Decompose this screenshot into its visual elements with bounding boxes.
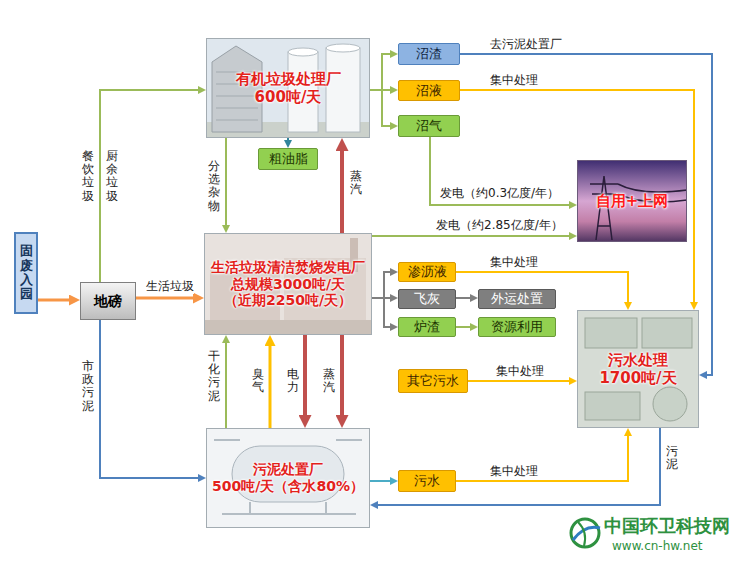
flow-connector [370, 54, 394, 90]
flow-connector [225, 138, 227, 229]
node-text: 600吨/天 [255, 88, 322, 106]
flow-connector [340, 145, 344, 234]
node-text: 自用+上网 [596, 192, 669, 210]
node-text: 污水 [414, 473, 440, 489]
edge-label: 电力 [287, 368, 299, 394]
edge-label: 臭气 [252, 368, 264, 394]
edge-label: 发电（约2.85亿度/年） [436, 219, 563, 233]
weighbridge-box: 地磅 [80, 282, 136, 320]
edge-label: 发电（约0.3亿度/年） [440, 187, 559, 201]
edge-label: 生活垃圾 [146, 280, 194, 294]
flow-connector [38, 299, 75, 302]
edge-label: 去污泥处置厂 [490, 38, 562, 52]
edge-label: 餐饮垃圾 [82, 150, 94, 203]
output-tag: 渗沥液 [398, 262, 456, 282]
edge-label: 市政污泥 [82, 360, 94, 413]
node-text: 炉渣 [414, 319, 440, 335]
flow-connector [136, 297, 199, 300]
node-text: 地磅 [94, 293, 122, 310]
flow-connector [225, 339, 227, 428]
node-text: 资源利用 [491, 319, 543, 335]
output-tag: 其它污水 [398, 369, 468, 393]
output-tag: 污水 [398, 470, 456, 492]
plant-box: 有机垃圾处理厂600吨/天 [206, 38, 370, 138]
flow-connector [456, 432, 628, 481]
output-tag: 外运处置 [478, 289, 556, 309]
edge-label: 蒸汽 [350, 170, 362, 196]
node-text: 固废入园 [20, 244, 33, 301]
edge-label: 污泥 [666, 445, 678, 471]
node-text: 渗沥液 [408, 264, 447, 280]
watermark: 中国环卫科技网 [604, 516, 730, 537]
output-tag: 沼渣 [398, 43, 460, 65]
flow-connector [287, 138, 289, 144]
flow-connector [370, 90, 394, 126]
node-text: 1700吨/天 [599, 369, 676, 387]
node-text: 总规模3000吨/天 [231, 276, 345, 293]
edge-label: 蒸汽 [323, 368, 335, 394]
output-tag: 沼气 [398, 115, 460, 137]
flow-connector [468, 380, 573, 382]
plant-box: 污泥处置厂500吨/天（含水80%） [206, 428, 370, 528]
node-text: 粗油脂 [269, 151, 308, 167]
flow-connector [456, 297, 474, 299]
flow-connector [100, 320, 202, 478]
flow-connector [460, 54, 712, 375]
edge-label: 集中处理 [496, 365, 544, 379]
node-text: （近期2250吨/天） [224, 292, 352, 309]
power-grid-box: 自用+上网 [577, 160, 687, 242]
flow-connector [456, 326, 474, 328]
flow-connector [372, 298, 394, 327]
edge-label: 集中处理 [490, 256, 538, 270]
output-tag: 炉渣 [398, 317, 456, 337]
edge-label: 干化污泥 [208, 350, 220, 403]
flow-connector [372, 235, 573, 237]
output-tag: 资源利用 [478, 317, 556, 337]
node-text: 500吨/天（含水80%） [212, 478, 364, 495]
flow-connector [430, 137, 573, 205]
watermark: www.cn-hw.net [612, 540, 703, 554]
plant-box: 污水处理1700吨/天 [577, 310, 699, 428]
edge-label: 集中处理 [490, 465, 538, 479]
node-text: 外运处置 [491, 291, 543, 307]
node-text: 沼气 [416, 118, 442, 134]
output-tag: 粗油脂 [258, 148, 318, 170]
edge-label: 分选杂物 [208, 160, 220, 213]
output-tag: 飞灰 [398, 289, 456, 309]
plant-box: 生活垃圾清洁焚烧发电厂总规模3000吨/天（近期2250吨/天） [204, 233, 372, 335]
node-text: 有机垃圾处理厂 [236, 70, 341, 88]
flow-connector [372, 272, 394, 298]
node-text: 飞灰 [414, 291, 440, 307]
node-text: 生活垃圾清洁焚烧发电厂 [211, 259, 365, 276]
flow-connector [269, 341, 272, 429]
output-tag: 沼液 [398, 80, 460, 101]
flow-connector [374, 428, 660, 505]
flow-label: 厨余垃圾 [106, 150, 118, 203]
edge-label: 集中处理 [490, 74, 538, 88]
node-text: 污水处理 [608, 351, 668, 369]
node-text: 沼渣 [416, 46, 442, 62]
flow-connector [340, 335, 344, 422]
entry-box: 固废入园 [14, 232, 38, 314]
node-text: 污泥处置厂 [253, 461, 323, 478]
flow-connector [370, 480, 394, 482]
node-text: 其它污水 [407, 373, 459, 389]
flow-connector [303, 335, 307, 422]
flow-connector [100, 90, 202, 282]
node-text: 沼液 [416, 83, 442, 99]
